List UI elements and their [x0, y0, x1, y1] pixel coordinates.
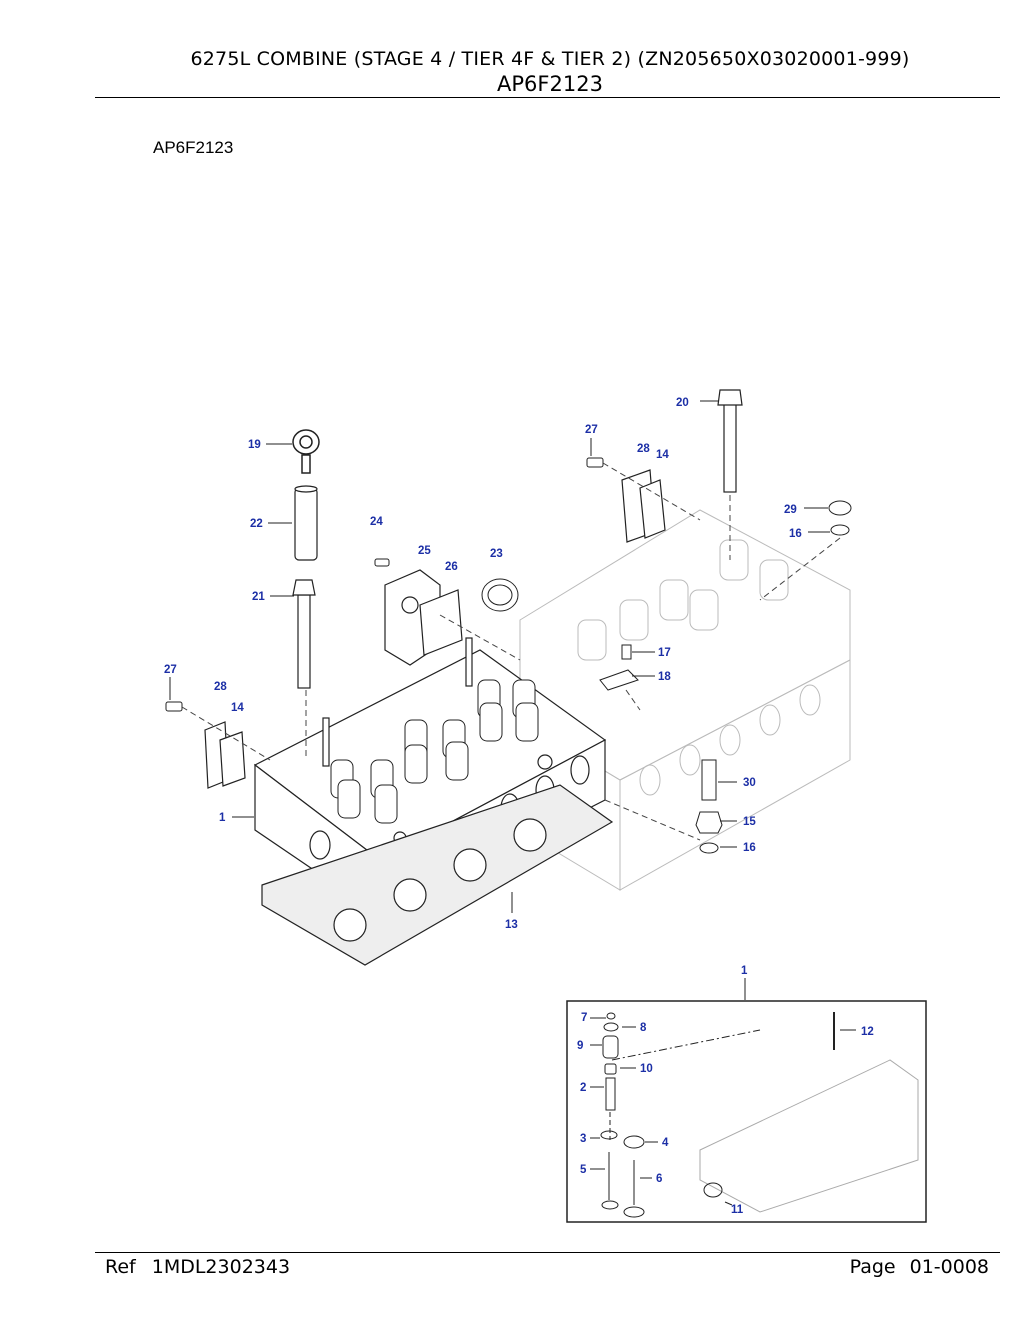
callout-29: 29 [784, 504, 797, 516]
inset-callout-3: 3 [580, 1133, 586, 1145]
callout-1: 1 [219, 812, 226, 824]
callout-20: 20 [676, 397, 689, 409]
studs [292, 389, 743, 767]
callout-14: 14 [656, 449, 669, 461]
valve-inset [566, 978, 927, 1223]
callout-28: 28 [214, 681, 227, 693]
small-gaskets [204, 469, 666, 789]
leader-lines [169, 400, 830, 913]
head-gasket [261, 784, 614, 966]
ref-value: 1MDL2302343 [151, 1256, 291, 1278]
callout-19: 19 [248, 439, 261, 451]
assembly-lines [181, 462, 841, 841]
footer-page: Page 01-0008 [836, 1256, 989, 1278]
valve-springs [330, 679, 539, 824]
inset-callout-5: 5 [580, 1164, 587, 1176]
callout-24: 24 [370, 516, 383, 528]
figure-label: AP6F2123 [153, 138, 234, 157]
callout-15: 15 [743, 816, 756, 828]
spacer-tube [294, 485, 318, 561]
callout-27: 27 [164, 664, 177, 676]
callout-25: 25 [418, 545, 431, 557]
callout-16: 16 [789, 528, 802, 540]
inset-callout-9: 9 [577, 1040, 583, 1052]
inset-callout-7: 7 [581, 1012, 587, 1024]
inset-callout-11: 11 [731, 1204, 744, 1216]
callout-14: 14 [231, 702, 244, 714]
callout-21: 21 [252, 591, 265, 603]
inset-callout-4: 4 [662, 1137, 669, 1149]
callout-22: 22 [250, 518, 263, 530]
callout-27: 27 [585, 424, 598, 436]
callout-18: 18 [658, 671, 671, 683]
callout-23: 23 [490, 548, 503, 560]
callout-16: 16 [743, 842, 756, 854]
inset-ref-callout: 1 [741, 965, 748, 977]
document-code: AP6F2123 [497, 72, 603, 96]
ref-label: Ref [105, 1256, 136, 1278]
inset-callout-2: 2 [580, 1082, 586, 1094]
footer-reference: Ref 1MDL2302343 [105, 1256, 306, 1278]
small-hardware [165, 457, 852, 854]
callout-28: 28 [637, 443, 650, 455]
inset-callout-12: 12 [861, 1026, 874, 1038]
inset-callout-10: 10 [640, 1063, 653, 1075]
document-title: 6275L COMBINE (STAGE 4 / TIER 4F & TIER … [190, 48, 910, 70]
callout-numbers: 1 13 14 14 15 16 16 17 18 19 20 21 22 23… [164, 397, 874, 1216]
callout-17: 17 [658, 647, 671, 659]
callout-13: 13 [505, 919, 518, 931]
callout-26: 26 [445, 561, 458, 573]
inset-callout-8: 8 [640, 1022, 647, 1034]
page-number: 01-0008 [909, 1256, 989, 1278]
footer-divider [95, 1252, 1000, 1253]
lifting-eye [292, 429, 320, 474]
page-label: Page [849, 1256, 896, 1278]
callout-30: 30 [743, 777, 756, 789]
header-divider [95, 97, 1000, 98]
inset-callout-6: 6 [656, 1173, 662, 1185]
